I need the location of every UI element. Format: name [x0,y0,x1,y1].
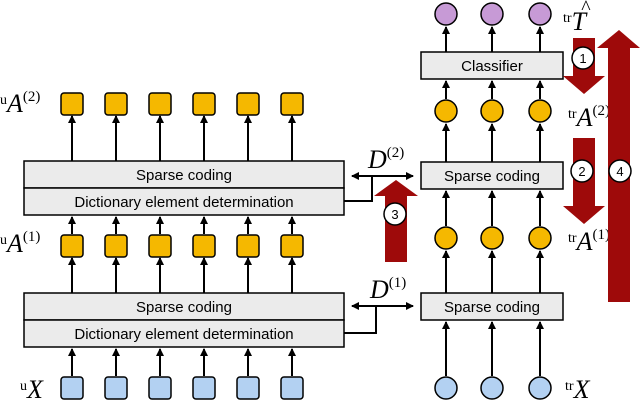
code-circle-node [434,99,458,123]
code-square-node [148,92,172,116]
label-u-A2: uA(2) [0,89,40,118]
code-square-node [60,234,84,258]
label-u-X: uX [20,375,44,404]
code-square-node [104,92,128,116]
left-code1-nodes [60,234,304,258]
input-square-node [60,376,84,400]
input-square-node [148,376,172,400]
right-upper-sparse-coding-label: Sparse coding [444,168,540,185]
right-upper-sparse-coding-box [420,161,564,190]
classifier-box [420,51,564,80]
input-circle-node [434,376,458,400]
output-circle-node [528,2,552,26]
upper-dictionary-label: Dictionary element determination [74,194,293,211]
right-input-arrows [442,321,544,376]
step1-number: 1 [579,51,586,66]
left-top-arrows [68,115,296,161]
code-square-node [192,234,216,258]
code-circle-node [528,226,552,250]
label-tr-A2: trA(2) [568,103,610,132]
d2-connector [344,172,414,202]
left-input-arrows [68,348,296,376]
left-code2-nodes [60,92,304,116]
right-mid-arrows-3 [442,123,544,162]
label-u-A1: uA(1) [0,229,40,258]
right-code2-nodes [434,99,552,123]
right-mid-arrows-1 [442,250,544,293]
label-D2: D(2) [367,145,404,174]
d1-connector [344,302,414,334]
label-tr-T: trT [563,7,588,36]
left-input-nodes [60,376,304,400]
input-square-node [104,376,128,400]
label-tr-X: trX [565,375,591,404]
right-output-nodes [434,2,552,26]
step2-number: 2 [578,164,585,179]
code-square-node [104,234,128,258]
code-circle-node [480,99,504,123]
code-square-node [236,92,260,116]
step1-badge [571,46,595,70]
upper-sparse-coding-box [23,160,345,189]
classifier-label: Classifier [461,58,523,75]
upper-dictionary-box [23,187,345,216]
right-lower-sparse-coding-label: Sparse coding [444,299,540,316]
code-square-node [148,234,172,258]
label-tr-T-hat: ^ [581,0,591,19]
code-square-node [192,92,216,116]
lower-dictionary-label: Dictionary element determination [74,326,293,343]
right-top-arrows [442,26,544,52]
label-D1: D(1) [369,275,406,304]
right-input-nodes [434,376,552,400]
code-square-node [236,234,260,258]
upper-sparse-coding-label: Sparse coding [136,167,232,184]
right-code1-nodes [434,226,552,250]
input-square-node [192,376,216,400]
step2-badge [570,159,594,183]
input-circle-node [528,376,552,400]
output-circle-node [480,2,504,26]
code-circle-node [480,226,504,250]
output-circle-node [434,2,458,26]
lower-sparse-coding-label: Sparse coding [136,299,232,316]
code-square-node [280,92,304,116]
input-square-node [236,376,260,400]
right-lower-sparse-coding-box [420,292,564,321]
code-square-node [60,92,84,116]
code-circle-node [434,226,458,250]
step3-badge [383,202,407,226]
code-circle-node [528,99,552,123]
right-mid-arrows-4 [442,80,544,99]
input-circle-node [480,376,504,400]
code-square-node [280,234,304,258]
input-square-node [280,376,304,400]
step4-badge [608,159,632,183]
step3-number: 3 [391,207,398,222]
right-mid-arrows-2 [442,190,544,226]
left-mid-arrows-1 [68,257,296,293]
step4-number: 4 [616,164,623,179]
left-mid-arrows-2 [68,216,296,234]
label-tr-A1: trA(1) [568,227,610,256]
